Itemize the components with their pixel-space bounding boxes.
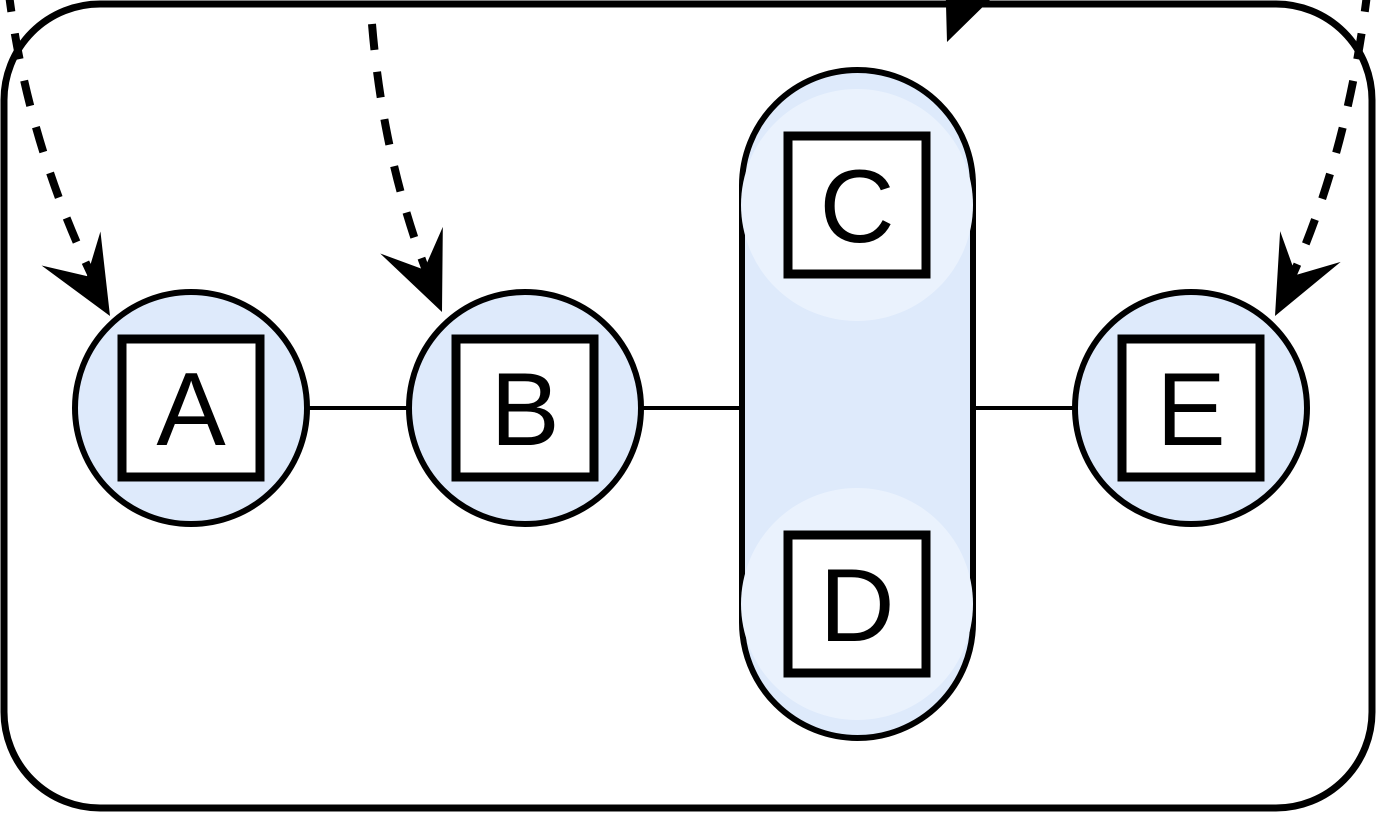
- node-layer: A B C D E: [72, 89, 1310, 720]
- annotation-dash-line-a: [5, 0, 108, 302]
- node-E[interactable]: E: [1072, 289, 1310, 527]
- annotation-arrow-to-B: [368, 23, 443, 312]
- node-B-box: [451, 334, 599, 482]
- node-D-label: D: [819, 548, 894, 664]
- arrowhead-icon: [945, 0, 990, 42]
- node-A-label: A: [156, 352, 226, 468]
- arrowhead-icon: [380, 226, 443, 312]
- annotation-dash-line-e: [1277, 0, 1371, 302]
- node-B[interactable]: B: [406, 289, 644, 527]
- node-A-box: [117, 334, 265, 482]
- annotation-arrow-to-E: [1275, 0, 1371, 316]
- node-C-label: C: [819, 149, 894, 265]
- node-D-box: [783, 530, 931, 678]
- node-E-box: [1117, 334, 1265, 482]
- annotation-arrow-to-A: [5, 0, 110, 316]
- annotation-dash-line-b: [368, 23, 441, 300]
- node-D[interactable]: D: [741, 488, 973, 720]
- node-C-box: [783, 131, 931, 279]
- node-A[interactable]: A: [72, 289, 310, 527]
- node-C[interactable]: C: [741, 89, 973, 321]
- node-E-label: E: [1156, 352, 1225, 468]
- arrowhead-icon: [1275, 231, 1341, 316]
- annotation-arrow-to-C: [945, 0, 990, 42]
- annotation-arrow-layer: [5, 0, 1371, 316]
- node-B-label: B: [490, 352, 559, 468]
- arrowhead-icon: [41, 231, 110, 316]
